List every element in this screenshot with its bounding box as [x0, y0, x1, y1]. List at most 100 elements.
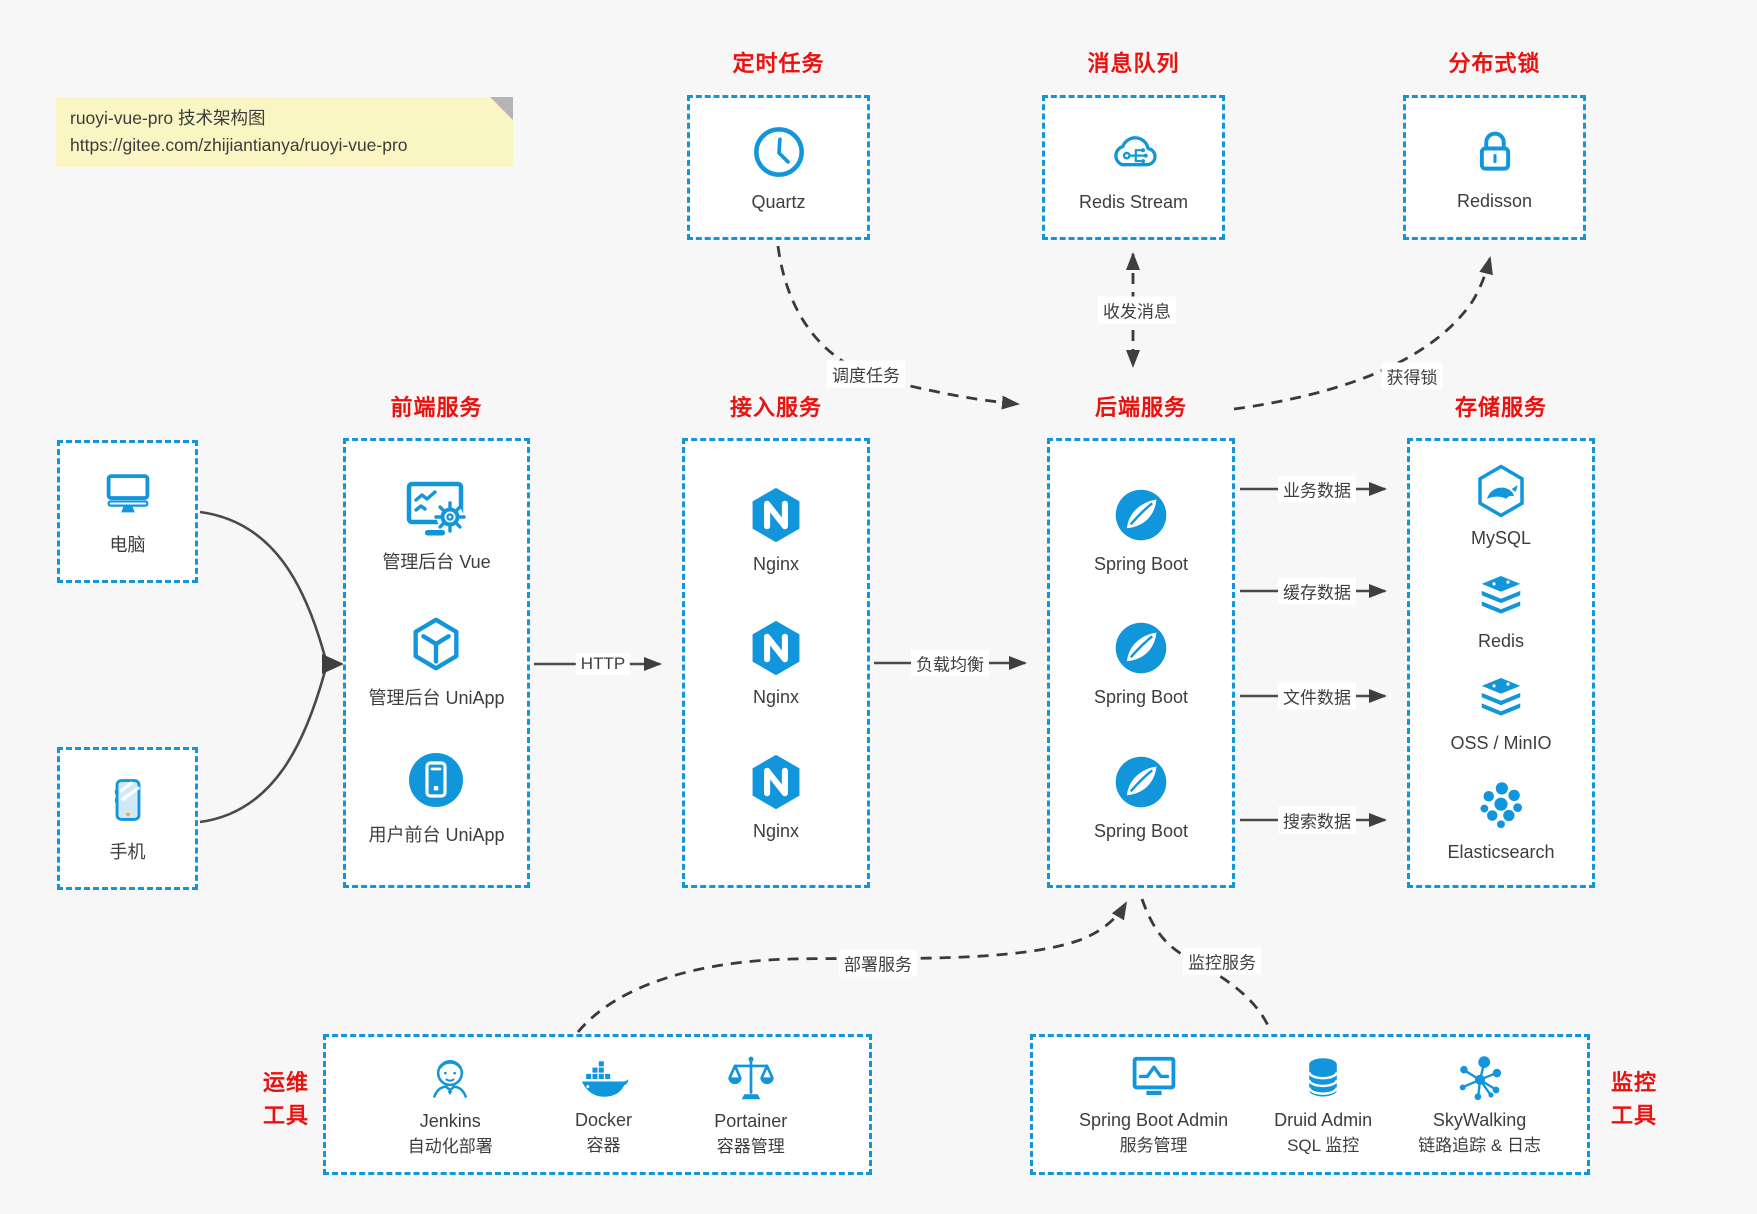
redis-stack-icon [1473, 572, 1529, 622]
tool-desc: 自动化部署 [407, 1136, 493, 1156]
nginx-icon [746, 485, 806, 545]
edge-label-http: HTTP [575, 653, 631, 675]
gateway-services-title: 接入服务 [729, 395, 822, 420]
gateway-services-box: Nginx Nginx Nginx [682, 438, 870, 888]
component-label: 管理后台 UniApp [368, 687, 505, 708]
ops-tools-box: Jenkins 自动化部署 Docker 容器 [323, 1034, 872, 1175]
tool-desc: 容器 [586, 1135, 621, 1155]
component-admin-uniapp: 管理后台 UniApp [368, 613, 505, 710]
component-label: Redis Stream [1078, 191, 1189, 212]
component-oss-minio: OSS / MinIO [1450, 674, 1552, 754]
component-redis: Redis [1473, 572, 1529, 652]
component-label: 管理后台 Vue [382, 552, 491, 573]
monitoring-tools-title-line2: 工具 [1610, 1103, 1657, 1128]
edge-label-schedule: 调度任务 [827, 360, 905, 388]
edge-label-deploy: 部署服务 [839, 949, 917, 977]
cloud-share-icon [1103, 123, 1165, 181]
tool-jenkins: Jenkins 自动化部署 [408, 1051, 493, 1159]
component-admin-vue: 管理后台 Vue [382, 479, 491, 574]
component-nginx-2: Nginx [746, 618, 806, 708]
client-desktop-box: 电脑 [57, 440, 198, 583]
nginx-icon [746, 618, 806, 678]
docker-icon [574, 1052, 632, 1106]
tool-druid-admin: Druid Admin SQL 监控 [1274, 1052, 1372, 1158]
desktop-icon [100, 466, 156, 520]
scheduled-task-box: Quartz [687, 95, 870, 240]
lock-icon [1467, 124, 1523, 180]
druid-database-icon [1297, 1052, 1349, 1106]
edge-label-message: 收发消息 [1098, 296, 1176, 324]
tool-desc: 容器管理 [716, 1136, 785, 1156]
edge-label-cache-data: 缓存数据 [1278, 577, 1356, 605]
component-label: 电脑 [109, 535, 146, 555]
component-label: 手机 [109, 842, 146, 862]
spring-boot-icon [1111, 485, 1171, 545]
component-user-uniapp: 用户前台 UniApp [368, 748, 505, 847]
clock-icon [750, 123, 808, 181]
mysql-icon [1473, 463, 1529, 519]
scheduled-task-title: 定时任务 [732, 51, 825, 76]
backend-services-title: 后端服务 [1094, 395, 1187, 420]
merge-arrowhead [322, 654, 344, 674]
component-label: Redis [1477, 630, 1525, 651]
admin-vue-icon [403, 479, 471, 539]
portainer-icon [724, 1051, 778, 1107]
ops-tools-title: 运维 工具 [246, 1066, 326, 1132]
message-queue-box: Redis Stream [1042, 95, 1225, 240]
tool-name: Druid Admin [1274, 1109, 1373, 1130]
ops-tools-title-line1: 运维 [262, 1070, 309, 1095]
tool-docker: Docker 容器 [574, 1052, 632, 1158]
edge-phone-to-frontend [199, 670, 327, 824]
component-label: Elasticsearch [1447, 841, 1555, 862]
spring-boot-admin-icon [1126, 1052, 1182, 1106]
tool-name: Jenkins [419, 1110, 481, 1131]
edge-label-load-balance: 负载均衡 [911, 649, 989, 677]
monitoring-tools-title: 监控 工具 [1594, 1066, 1674, 1132]
client-phone-box: 手机 [57, 747, 198, 890]
distributed-lock-title: 分布式锁 [1448, 51, 1541, 76]
tool-skywalking: SkyWalking 链路追踪 & 日志 [1418, 1052, 1541, 1158]
phone-icon [101, 773, 155, 827]
component-label: Quartz [751, 191, 806, 212]
component-label: Nginx [752, 687, 800, 707]
edge-label-get-lock: 获得锁 [1381, 362, 1443, 390]
tool-name: Docker [574, 1109, 632, 1130]
jenkins-icon [423, 1051, 477, 1107]
component-label: Nginx [752, 553, 800, 574]
monitoring-tools-box: Spring Boot Admin 服务管理 Druid Admin SQL 监… [1030, 1034, 1590, 1175]
edge-label-file-data: 文件数据 [1278, 682, 1356, 710]
tool-portainer: Portainer 容器管理 [714, 1051, 787, 1159]
component-nginx-1: Nginx [746, 485, 806, 575]
backend-services-box: Spring Boot Spring Boot Spring Boot [1047, 438, 1235, 888]
distributed-lock-box: Redisson [1403, 95, 1586, 240]
redis-stack-icon [1473, 674, 1529, 724]
component-label: Spring Boot [1093, 553, 1189, 574]
component-label: 用户前台 UniApp [368, 824, 505, 845]
component-elasticsearch: Elasticsearch [1447, 777, 1555, 863]
uniapp-cube-icon [405, 613, 467, 675]
storage-services-box: MySQL Redis OSS [1407, 438, 1595, 888]
component-spring-boot-2: Spring Boot [1094, 618, 1188, 708]
edge-label-search-data: 搜索数据 [1278, 806, 1356, 834]
edge-label-business-data: 业务数据 [1278, 475, 1356, 503]
spring-boot-icon [1111, 752, 1171, 812]
skywalking-icon [1453, 1052, 1507, 1106]
monitoring-tools-title-line1: 监控 [1610, 1070, 1657, 1095]
edge-desktop-to-frontend [199, 510, 327, 658]
frontend-services-box: 管理后台 Vue 管理后台 UniApp 用户前台 UniApp [343, 438, 530, 888]
component-label: Spring Boot [1093, 687, 1189, 707]
tool-desc: SQL 监控 [1287, 1135, 1360, 1155]
tool-desc: 服务管理 [1119, 1135, 1188, 1155]
edge-get-lock [1233, 256, 1493, 411]
tool-desc: 链路追踪 & 日志 [1418, 1135, 1541, 1155]
component-spring-boot-1: Spring Boot [1094, 485, 1188, 575]
tool-spring-boot-admin: Spring Boot Admin 服务管理 [1079, 1052, 1228, 1158]
component-mysql: MySQL [1471, 463, 1531, 549]
tool-name: SkyWalking [1432, 1109, 1527, 1130]
storage-services-title: 存储服务 [1454, 395, 1547, 420]
tool-name: Spring Boot Admin [1079, 1109, 1229, 1130]
message-queue-title: 消息队列 [1087, 51, 1180, 76]
ops-tools-title-line2: 工具 [262, 1103, 309, 1128]
component-nginx-3: Nginx [746, 752, 806, 842]
